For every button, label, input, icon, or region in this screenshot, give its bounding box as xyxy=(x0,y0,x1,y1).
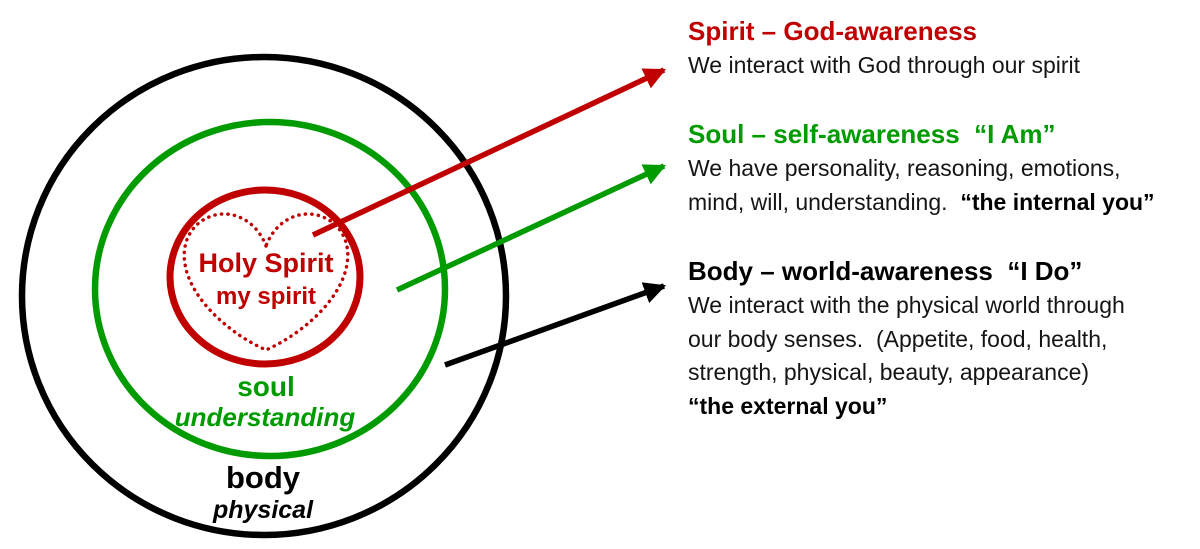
soul-arrow xyxy=(395,163,666,293)
spirit-annotation-line: We interact with God through our spirit xyxy=(688,52,1081,78)
soul-annotation-title: Soul – self-awareness “I Am” xyxy=(688,119,1056,149)
soul-annotation-line2-text: mind, will, understanding. xyxy=(688,188,961,215)
body-annotation-line3: strength, physical, beauty, appearance) xyxy=(688,359,1090,385)
body-ring-label: body xyxy=(226,460,301,495)
spirit-ring xyxy=(166,186,364,368)
heart-outline xyxy=(182,212,350,352)
spirit-annotation-title: Spirit – God-awareness xyxy=(688,16,977,46)
spirit-ring-subtitle: my spirit xyxy=(216,283,316,310)
body-arrow xyxy=(444,282,667,368)
body-annotation-line1: We interact with the physical world thro… xyxy=(688,292,1125,318)
soul-annotation-line1: We have personality, reasoning, emotions… xyxy=(688,155,1121,181)
body-annotation-external-you: “the external you” xyxy=(688,392,888,419)
body-annotation-title: Body – world-awareness “I Do” xyxy=(688,256,1083,286)
body-ring xyxy=(18,53,510,539)
soul-annotation-line2: mind, will, understanding. “the internal… xyxy=(688,186,1155,220)
soul-annotation-internal-you: “the internal you” xyxy=(960,188,1155,215)
body-annotation-line2: our body senses. (Appetite, food, health… xyxy=(688,325,1108,352)
soul-ring-sublabel: understanding xyxy=(175,402,356,432)
soul-annotation: Soul – self-awareness “I Am” We have per… xyxy=(688,116,1155,219)
spirit-arrow xyxy=(311,67,666,238)
spirit-ring-title: Holy Spirit xyxy=(198,248,333,278)
body-annotation: Body – world-awareness “I Do” We interac… xyxy=(688,253,1125,423)
soul-ring xyxy=(91,118,449,460)
body-ring-sublabel: physical xyxy=(212,496,314,524)
spirit-soul-body-diagram: Holy Spirit my spirit soul understanding… xyxy=(18,53,667,539)
soul-ring-label: soul xyxy=(237,371,295,402)
spirit-annotation: Spirit – God-awareness We interact with … xyxy=(688,13,1080,83)
